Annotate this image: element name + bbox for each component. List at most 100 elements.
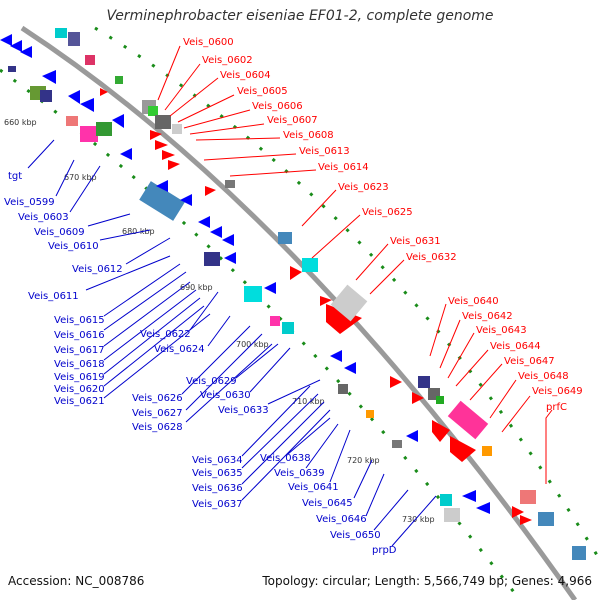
gene-label: Veis_0650 [330,530,381,541]
leader-line [469,363,503,401]
leader-line [185,333,263,411]
gene-arrow [180,194,192,206]
gene-arrow [42,70,56,84]
gene-label: Veis_0638 [260,453,311,464]
gene-label: Veis_0617 [54,345,105,356]
gene-label: Veis_0620 [54,384,105,395]
gene-label: Veis_0648 [518,371,569,382]
gene-box [8,66,16,72]
gene-arrow [390,376,402,388]
gene-box [148,106,158,116]
gene-box [338,384,348,394]
gene-arrow [432,420,450,442]
gene-label: Veis_0622 [140,329,191,340]
leader-line [241,401,325,485]
gene-box [66,116,78,126]
leader-line [181,325,251,395]
leader-line [103,305,205,387]
gene-label: Veis_0608 [283,130,334,141]
gene-label: Veis_0634 [192,455,243,466]
kbp-tick: 660 kbp [4,118,37,127]
gene-label: Veis_0647 [504,356,555,367]
leader-line [235,343,279,379]
kbp-tick: 730 kbp [402,515,435,524]
reverse-genes [0,34,490,522]
leader-line [27,139,55,169]
gene-label: Veis_0633 [218,405,269,416]
gene-label: Veis_0623 [338,182,389,193]
leader-line [391,495,437,547]
leader-line [501,395,531,433]
gene-arrow [476,502,490,514]
leader-line [164,63,201,111]
gene-label: Veis_0600 [183,37,234,48]
gene-arrow [330,350,342,362]
leader-line [185,343,273,423]
leader-line [489,379,517,419]
leader-line [207,315,231,347]
gene-arrow [326,304,362,334]
gene-arrow [512,506,524,518]
gene-box [444,508,460,522]
leader-line [311,214,361,259]
gene-arrow [162,150,175,160]
gene-arrow [68,90,80,104]
leader-line [241,409,331,501]
leader-line [373,489,409,531]
leader-line [241,393,319,469]
gene-arrow [120,148,132,160]
leader-line [103,263,181,317]
gene-arrow [210,226,222,238]
gene-box [225,180,235,188]
gene-arrow [520,515,532,525]
leader-line [195,137,281,141]
leader-line [103,281,191,347]
gene-label: Veis_0630 [200,390,251,401]
gene-arrow [198,216,210,228]
kbp-tick: 720 kbp [347,456,380,465]
gene-label: Veis_0642 [462,311,513,322]
gene-label: Veis_0604 [220,70,271,81]
gene-label: Veis_0632 [406,252,457,263]
leader-line [439,319,461,369]
gene-label: Veis_0609 [34,227,85,238]
leader-line [99,229,151,241]
gene-arrow [406,430,418,442]
kbp-tick: 680 kbp [122,227,155,236]
gene-arrow [10,40,22,52]
leader-line [103,271,187,331]
leader-line [287,417,331,455]
gene-label: Veis_0612 [72,264,123,275]
gene-arrow [450,436,476,462]
gene-label: Veis_0644 [490,341,541,352]
leader-line [447,332,475,379]
leader-line [189,123,265,135]
gene-label: Veis_0629 [186,376,237,387]
gene-box [436,396,444,404]
leader-line [267,379,321,405]
gene-label: Veis_0605 [237,86,288,97]
kbp-tick: 670 kbp [64,173,97,182]
gene-box [204,252,220,266]
gene-box [55,28,67,38]
leader-line [87,213,131,227]
gene-box [366,410,374,418]
leader-line [369,259,405,295]
gene-arrow [264,282,276,294]
gene-arrow [224,252,236,264]
gene-box [330,284,368,322]
genome-backbone [20,25,578,600]
gene-label: Veis_0635 [192,468,243,479]
gene-label: Veis_0643 [476,325,527,336]
leader-line [365,473,385,517]
gene-label: Veis_0618 [54,359,105,370]
gene-box [139,181,185,221]
gene-arrow [112,114,124,128]
gene-label: Veis_0628 [132,422,183,433]
gene-box [440,494,452,506]
gene-box [520,490,536,504]
gene-box [80,126,98,142]
gene-box [538,512,554,526]
gene-box [282,322,294,334]
gene-label: Veis_0646 [316,514,367,525]
